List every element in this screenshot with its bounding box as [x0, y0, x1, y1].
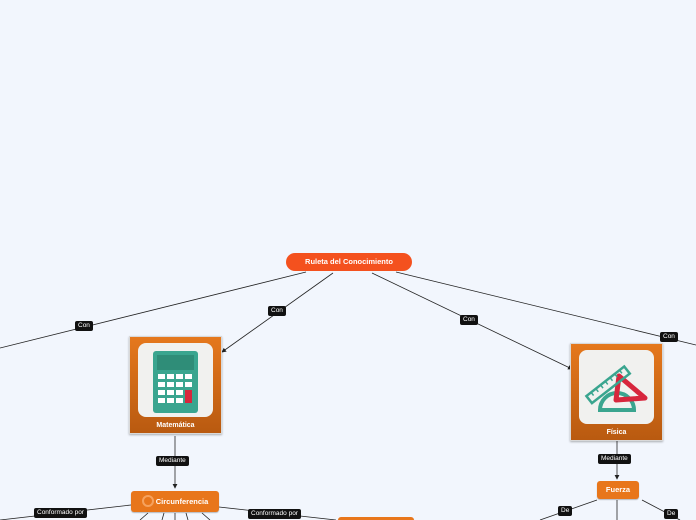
edge-label-de: De — [664, 509, 679, 519]
matematica-label: Matemática — [156, 422, 195, 429]
node-matematica[interactable]: Matemática — [129, 336, 222, 434]
fisica-label: Física — [606, 429, 627, 436]
node-partial-bottom[interactable] — [338, 517, 414, 520]
node-fisica[interactable]: Física — [570, 343, 663, 441]
ruler-triangle-protractor-icon — [584, 364, 648, 412]
edge-label-mediante: Mediante — [598, 454, 631, 464]
edge-circ-b1 — [139, 512, 149, 520]
edge-circ-b2 — [161, 512, 165, 520]
edge-label-conformado-por: Conformado por — [248, 509, 301, 519]
edge-label-con: Con — [75, 321, 93, 331]
edge-circ-b4 — [185, 512, 189, 520]
matematica-image — [138, 343, 213, 417]
edge-label-con: Con — [268, 306, 286, 316]
fisica-image — [579, 350, 654, 424]
edge-label-mediante: Mediante — [156, 456, 189, 466]
node-circunferencia[interactable]: Circunferencia — [131, 491, 219, 512]
root-node[interactable]: Ruleta del Conocimiento — [286, 253, 412, 271]
node-fuerza[interactable]: Fuerza — [597, 481, 639, 499]
edge-label-conformado-por: Conformado por — [34, 508, 87, 518]
edge-root-far-right — [395, 271, 696, 346]
calculator-icon — [153, 351, 198, 413]
edge-label-de: De — [558, 506, 573, 516]
circunferencia-label: Circunferencia — [155, 497, 209, 506]
edge-label-con: Con — [460, 315, 478, 325]
edge-label-con: Con — [660, 332, 678, 342]
circle-ring-icon — [141, 495, 154, 507]
edge-root-far-left — [0, 271, 307, 349]
edge-circ-b5 — [201, 512, 211, 520]
